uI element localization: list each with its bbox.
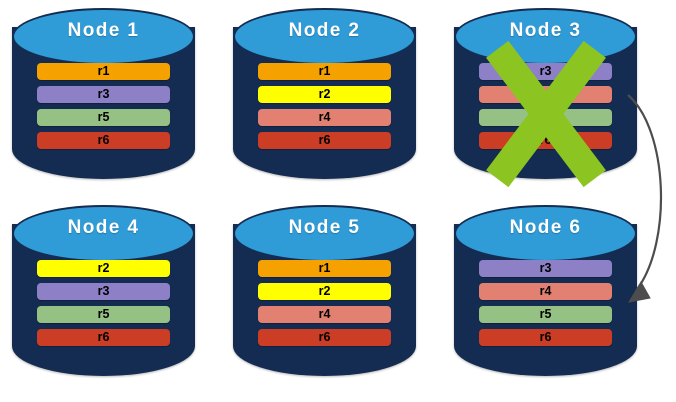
- record-bar[interactable]: r5: [479, 306, 612, 323]
- record-bar[interactable]: r1: [258, 63, 391, 80]
- record-list: r1 r2 r4 r6: [258, 63, 391, 149]
- node-card-3[interactable]: Node 3 r3 r4 r5 r6: [454, 8, 637, 189]
- record-bar[interactable]: r1: [258, 260, 391, 277]
- record-bar[interactable]: r4: [258, 109, 391, 126]
- node-card-5[interactable]: Node 5 r1 r2 r4 r6: [233, 205, 416, 386]
- arrow-head-icon: [627, 281, 651, 303]
- record-bar[interactable]: r5: [37, 306, 170, 323]
- record-bar[interactable]: r2: [37, 260, 170, 277]
- record-bar[interactable]: r3: [37, 86, 170, 103]
- record-list: r1 r2 r4 r6: [258, 260, 391, 346]
- record-bar[interactable]: r3: [479, 260, 612, 277]
- record-bar[interactable]: r3: [37, 283, 170, 300]
- arrow-curve: [627, 94, 663, 289]
- record-list: r2 r3 r5 r6: [37, 260, 170, 346]
- record-bar[interactable]: r6: [258, 132, 391, 149]
- cylinder-top: [233, 205, 416, 262]
- cylinder-top: [12, 8, 195, 65]
- record-bar[interactable]: r6: [479, 329, 612, 346]
- node-card-4[interactable]: Node 4 r2 r3 r5 r6: [12, 205, 195, 386]
- record-bar[interactable]: r5: [37, 109, 170, 126]
- record-list: r3 r4 r5 r6: [479, 260, 612, 346]
- record-bar[interactable]: r2: [258, 283, 391, 300]
- record-bar[interactable]: r2: [258, 86, 391, 103]
- record-bar[interactable]: r4: [479, 283, 612, 300]
- record-bar[interactable]: r6: [37, 132, 170, 149]
- node-card-6[interactable]: Node 6 r3 r4 r5 r6: [454, 205, 637, 386]
- cylinder-top: [12, 205, 195, 262]
- record-bar[interactable]: r4: [258, 306, 391, 323]
- node-card-1[interactable]: Node 1 r1 r3 r5 r6: [12, 8, 195, 189]
- record-bar[interactable]: r6: [37, 329, 170, 346]
- record-bar[interactable]: r1: [37, 63, 170, 80]
- record-bar[interactable]: r6: [258, 329, 391, 346]
- record-list: r1 r3 r5 r6: [37, 63, 170, 149]
